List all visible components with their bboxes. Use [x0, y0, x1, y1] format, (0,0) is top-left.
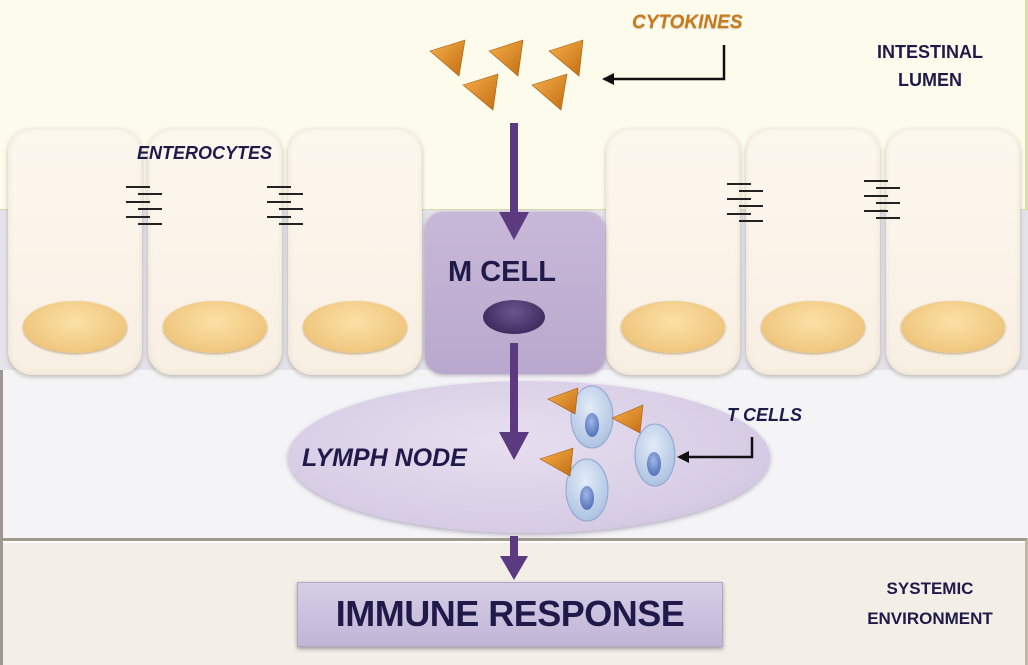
systemic-environment-label-line: SYSTEMIC [886, 579, 974, 598]
flow-arrow-lumen-to-mcell [499, 123, 529, 240]
lymph-node-label: LYMPH NODE [302, 444, 467, 472]
t-cell-icon [539, 447, 609, 522]
enterocyte-cell [148, 128, 282, 375]
cytokine-icon [429, 39, 466, 77]
intestinal-lumen-label-line: INTESTINAL [877, 42, 983, 62]
intestinal-lumen-label-line: LUMEN [898, 70, 962, 90]
enterocyte-nucleus [23, 301, 127, 353]
enterocyte-nucleus [761, 301, 865, 353]
cytokines-pointer-arrow [602, 45, 726, 85]
t-cells-label: T CELLS [727, 405, 802, 425]
immune-response-box [297, 582, 723, 647]
enterocyte-nucleus [303, 301, 407, 353]
enterocyte-nucleus [901, 301, 1005, 353]
m-cell-label: M CELL [448, 256, 556, 288]
enterocytes-label: ENTEROCYTES [137, 143, 273, 163]
enterocyte-cell [8, 128, 142, 375]
enterocyte-nucleus [163, 301, 267, 353]
cytokines-label: CYTOKINES [632, 12, 743, 33]
cytokine-icon [531, 73, 568, 111]
enterocyte-cell [886, 128, 1020, 375]
t-cell-icon [611, 404, 676, 487]
enterocyte-cell [606, 128, 740, 375]
immune-response-label: IMMUNE RESPONSE [335, 593, 685, 634]
t-cells-pointer-arrow [677, 437, 754, 463]
cytokine-icon [488, 39, 524, 77]
enterocyte-cell [746, 128, 880, 375]
flow-arrow-mcell-to-lymph-node [499, 343, 529, 460]
flow-arrow-lymph-node-to-immune-response [500, 536, 528, 580]
systemic-environment-label: SYSTEMIC ENVIRONMENT [845, 574, 1015, 634]
enterocyte-cell [288, 128, 422, 375]
cytokine-icon [462, 73, 499, 111]
t-cell-icon [547, 385, 614, 449]
intestinal-lumen-label: INTESTINAL LUMEN [855, 38, 1005, 94]
tight-junction-icon [126, 186, 162, 230]
tight-junction-icon [727, 183, 763, 227]
enterocyte-nucleus [621, 301, 725, 353]
tight-junction-icon [864, 180, 900, 224]
systemic-environment-label-line: ENVIRONMENT [867, 609, 993, 628]
cytokine-icon [548, 39, 584, 77]
tight-junction-icon [267, 186, 303, 230]
m-cell-nucleus [483, 300, 545, 334]
